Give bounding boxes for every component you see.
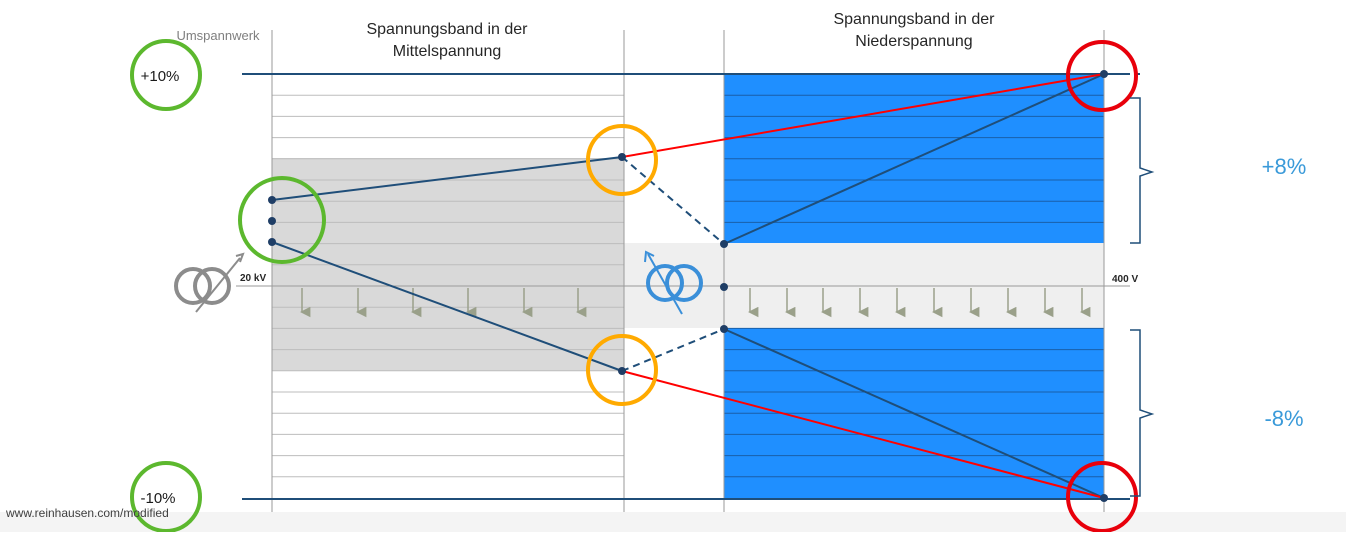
lv-band-title-2: Niederspannung — [855, 33, 972, 50]
plus-band-label: +8% — [1262, 154, 1307, 179]
mv-load-arrows — [299, 288, 587, 318]
red-circle-upper — [1066, 40, 1138, 112]
lower-brace — [1130, 329, 1155, 497]
red-lower-line — [621, 370, 1105, 499]
source-note: www.reinhausen.com/modified — [5, 506, 169, 520]
transition-upper-dashed — [621, 156, 725, 245]
mv-band-title-1: Spannungsband in der — [366, 21, 528, 38]
background-bottom-strip — [0, 512, 1346, 532]
lv-stripe-lines — [724, 94, 1104, 478]
minus-band-label: -8% — [1264, 406, 1303, 431]
upper-brace — [1130, 97, 1155, 244]
lv-upper-profile-line — [723, 73, 1105, 245]
mv-lower-profile-line — [271, 241, 623, 372]
green-circle-plus10 — [130, 39, 202, 111]
lower-limit-label: -10% — [140, 490, 175, 507]
transition-lower-dashed — [621, 328, 725, 372]
mv-transformer-icon — [174, 252, 245, 313]
green-circle-source — [238, 176, 326, 264]
substation-label: Umspannwerk — [176, 28, 260, 43]
red-upper-line — [621, 73, 1105, 158]
upper-limit-label: +10% — [141, 68, 180, 85]
mv-upper-profile-line — [271, 156, 623, 201]
profile-points — [268, 70, 1108, 502]
mv-voltage-label: 20 kV — [240, 273, 266, 284]
mv-band-title-2: Mittelspannung — [393, 43, 502, 60]
red-circle-lower — [1066, 461, 1138, 533]
lv-band-title-1: Spannungsband in der — [833, 11, 995, 28]
green-circle-minus10 — [130, 461, 202, 533]
orange-circle-lower — [586, 334, 658, 406]
lv-load-arrows — [747, 288, 1091, 318]
mv-upper-gray-band — [272, 158, 624, 243]
lv-transformer-icon — [644, 250, 703, 315]
orange-circle-upper — [586, 124, 658, 196]
lv-lower-profile-line — [723, 328, 1105, 499]
lv-voltage-label: 400 V — [1112, 274, 1138, 285]
